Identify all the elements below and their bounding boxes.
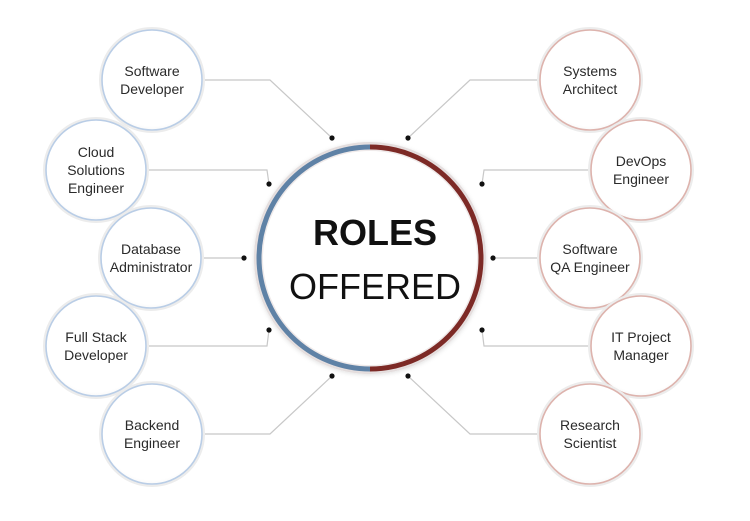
- role-label-line: DevOps: [616, 153, 667, 169]
- hub-title-line1: ROLES: [313, 212, 437, 253]
- role-bubble-halo: [537, 205, 643, 311]
- role-label-line: Cloud: [78, 144, 115, 160]
- connector-dot: [405, 373, 411, 379]
- role-bubble: [590, 119, 692, 221]
- role-label-line: Administrator: [110, 259, 193, 275]
- role-bubble: [45, 119, 147, 221]
- role-label-line: Solutions: [67, 162, 125, 178]
- connector-full-stack-developer: [149, 329, 270, 347]
- central-hub: ROLES OFFERED: [254, 142, 486, 374]
- role-bubble: [539, 383, 641, 485]
- connector-dot: [329, 135, 335, 141]
- role-bubble: [539, 29, 641, 131]
- connector-it-project-manager: [481, 329, 588, 347]
- role-label-line: Full Stack: [65, 329, 127, 345]
- role-bubble-halo: [99, 27, 205, 133]
- role-bubble-halo: [43, 117, 149, 223]
- role-bubble: [100, 207, 202, 309]
- role-bubble-halo: [99, 381, 205, 487]
- connector-dot: [479, 327, 485, 333]
- connector-cloud-solutions-engineer: [149, 169, 270, 185]
- role-label-line: Developer: [120, 81, 184, 97]
- role-label-line: Manager: [613, 347, 669, 363]
- role-label-line: Scientist: [564, 435, 617, 451]
- role-software-qa-engineer: Software QA Engineer: [537, 205, 643, 311]
- hub-inner-disc: [263, 151, 477, 365]
- hub-title-line2: OFFERED: [289, 266, 461, 307]
- connector-systems-architect: [407, 79, 537, 139]
- role-label-line: Research: [560, 417, 620, 433]
- connector-dot: [266, 327, 272, 333]
- role-bubble: [539, 207, 641, 309]
- connector-dot: [266, 181, 272, 187]
- role-label-line: Software: [124, 63, 179, 79]
- role-label-line: IT Project: [611, 329, 671, 345]
- connector-backend-engineer: [205, 375, 333, 435]
- role-label-line: Backend: [125, 417, 179, 433]
- role-bubbles: SoftwareDeveloperCloudSolutionsEngineerD…: [43, 27, 694, 487]
- role-label-line: Database: [121, 241, 181, 257]
- connector-software-developer: [205, 79, 333, 139]
- role-bubble-halo: [588, 293, 694, 399]
- connector-lines: [149, 79, 588, 435]
- hub-right-arc: [369, 144, 484, 372]
- role-bubble-halo: [537, 381, 643, 487]
- role-label-line: Engineer: [124, 435, 180, 451]
- role-label-line: Architect: [563, 81, 618, 97]
- role-label-line: Engineer: [68, 180, 124, 196]
- role-bubble-halo: [588, 117, 694, 223]
- connector-dot: [405, 135, 411, 141]
- role-label-line: Systems: [563, 63, 617, 79]
- role-bubble: [45, 295, 147, 397]
- role-bubble-halo: [98, 205, 204, 311]
- role-label-line: Software: [562, 241, 617, 257]
- role-bubble: [101, 29, 203, 131]
- connector-dot: [479, 181, 485, 187]
- role-bubble-halo: [43, 293, 149, 399]
- connector-dot: [329, 373, 335, 379]
- connector-research-scientist: [407, 375, 537, 435]
- role-label-line: QA Engineer: [550, 259, 630, 275]
- role-label-line: Developer: [64, 347, 128, 363]
- role-label-line: Engineer: [613, 171, 669, 187]
- connector-devops-engineer: [481, 169, 588, 185]
- role-bubble-halo: [537, 27, 643, 133]
- hub-left-arc: [256, 144, 371, 372]
- connector-dot: [241, 255, 247, 261]
- connector-dot: [490, 255, 496, 261]
- role-bubble: [590, 295, 692, 397]
- role-bubble: [101, 383, 203, 485]
